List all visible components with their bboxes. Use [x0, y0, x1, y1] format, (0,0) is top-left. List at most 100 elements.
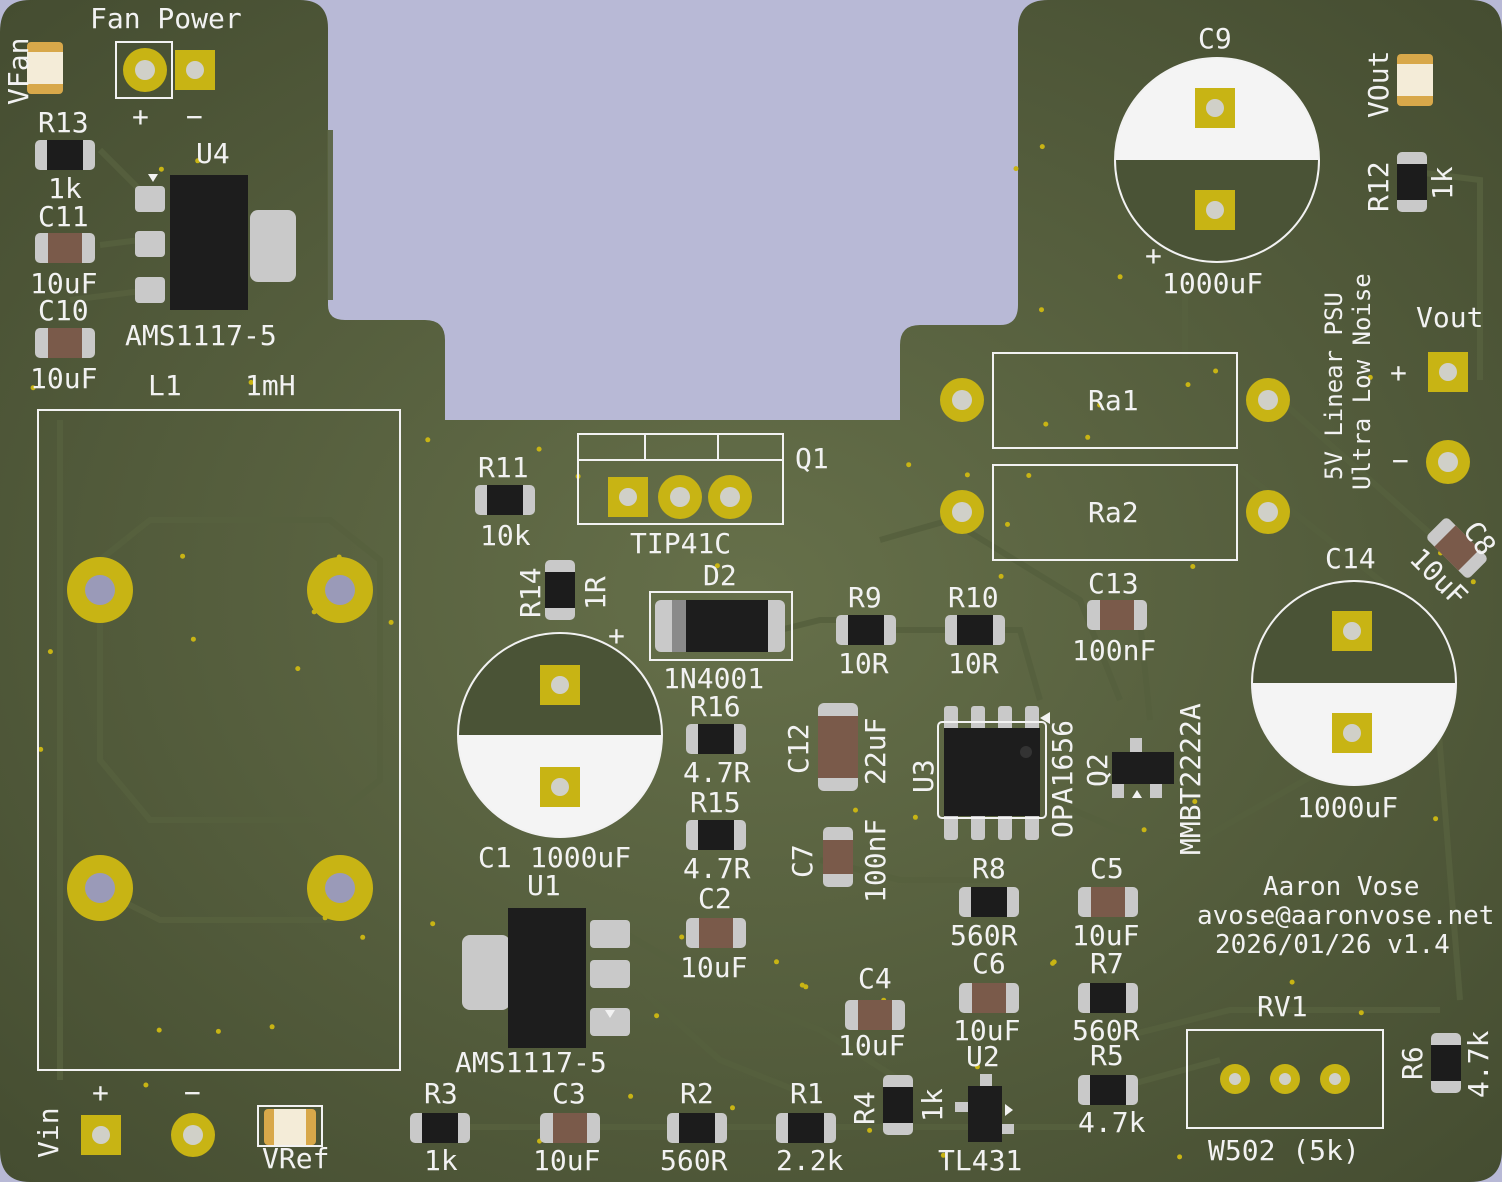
fan-minus-label: − — [186, 100, 203, 133]
r1-value: 2.2k — [776, 1144, 844, 1177]
c2-ref: C2 — [698, 882, 732, 915]
via — [430, 921, 436, 927]
c12 — [818, 703, 858, 791]
c11 — [35, 233, 95, 263]
c1-ref: C1 — [478, 841, 512, 874]
r16-ref: R16 — [690, 690, 741, 723]
vout-led — [1397, 54, 1433, 106]
ra2-label: Ra2 — [1088, 496, 1139, 529]
u3-value: OPA1656 — [1046, 720, 1079, 838]
via — [180, 553, 186, 559]
c5-value: 10uF — [1072, 919, 1139, 952]
c11-value: 10uF — [30, 267, 97, 300]
r8 — [959, 887, 1019, 917]
r15-value: 4.7R — [683, 852, 751, 885]
via — [1117, 274, 1123, 280]
l1-pad-3 — [67, 855, 133, 921]
via — [1289, 979, 1295, 985]
via — [1192, 799, 1198, 804]
via — [912, 814, 918, 820]
r10 — [945, 615, 1005, 645]
via — [1039, 307, 1044, 313]
via — [38, 746, 44, 752]
via — [730, 1105, 735, 1111]
c10 — [35, 328, 95, 358]
vref-led — [264, 1109, 316, 1145]
r2-ref: R2 — [680, 1077, 714, 1110]
r10-value: 10R — [948, 647, 999, 680]
rv1-value: W502 (5k) — [1208, 1134, 1360, 1167]
vout-pad-minus — [1426, 440, 1470, 484]
u2-reference — [955, 1074, 1014, 1142]
via — [654, 1013, 660, 1019]
u3-ref: U3 — [907, 759, 940, 793]
via — [628, 1093, 634, 1099]
vout-led-label: VOut — [1362, 51, 1395, 118]
u1-regulator — [462, 908, 630, 1048]
vref-label: VRef — [262, 1142, 329, 1175]
l1-ref: L1 — [148, 369, 182, 402]
via — [1358, 1010, 1364, 1016]
via — [1433, 816, 1439, 822]
c9-plus: + — [1145, 239, 1162, 272]
r13 — [35, 140, 95, 170]
ra2-pad-1 — [940, 490, 984, 534]
via — [1177, 1154, 1183, 1160]
via — [1051, 959, 1057, 965]
c6-ref: C6 — [972, 947, 1006, 980]
via — [1213, 368, 1219, 374]
c2 — [686, 918, 746, 948]
vin-pad-plus — [81, 1115, 121, 1155]
r3 — [410, 1113, 470, 1143]
r11 — [475, 485, 535, 515]
r11-ref: R11 — [478, 451, 529, 484]
c9-ref: C9 — [1198, 22, 1232, 55]
r5-value: 4.7k — [1078, 1106, 1146, 1139]
vin-plus: + — [92, 1076, 109, 1109]
u1-ref: U1 — [527, 869, 561, 902]
board-title-line1: 5V Linear PSU — [1320, 292, 1348, 480]
ra1-label: Ra1 — [1088, 384, 1139, 417]
c13-ref: C13 — [1088, 567, 1139, 600]
c10-ref: C10 — [38, 294, 89, 327]
r9 — [836, 615, 896, 645]
r1 — [776, 1113, 836, 1143]
r16-value: 4.7R — [683, 756, 751, 789]
via — [360, 934, 366, 940]
r11-value: 10k — [480, 519, 531, 552]
c14-value: 1000uF — [1297, 791, 1398, 824]
d2-diode — [649, 591, 793, 661]
via — [1190, 564, 1196, 569]
c14-capacitor — [1251, 580, 1457, 786]
c2-value: 10uF — [680, 951, 747, 984]
q1-transistor — [577, 433, 784, 525]
via — [1097, 402, 1103, 408]
c12-value: 22uF — [859, 718, 892, 785]
via — [1470, 579, 1476, 585]
c3 — [540, 1113, 600, 1143]
r16 — [686, 724, 746, 754]
r5-ref: R5 — [1090, 1039, 1124, 1072]
l1-pad-4 — [307, 855, 373, 921]
via — [964, 472, 970, 478]
r13-ref: R13 — [38, 106, 89, 139]
via — [295, 666, 301, 672]
u4-ref: U4 — [196, 137, 230, 170]
r2-value: 560R — [660, 1144, 728, 1177]
r10-ref: R10 — [948, 581, 999, 614]
r8-value: 560R — [950, 919, 1018, 952]
c4-value: 10uF — [838, 1029, 905, 1062]
vout-conn-label: Vout — [1416, 301, 1483, 334]
c14-ref: C14 — [1325, 542, 1376, 575]
c7-value: 100nF — [859, 819, 892, 903]
r14-value: 1R — [579, 576, 612, 610]
c11-ref: C11 — [38, 200, 89, 233]
via — [998, 573, 1004, 579]
via — [536, 446, 542, 452]
c10-value: 10uF — [30, 362, 97, 395]
c5 — [1078, 887, 1138, 917]
fan-plus-label: + — [132, 100, 149, 133]
r5 — [1078, 1075, 1138, 1105]
r12-ref: R12 — [1362, 161, 1395, 212]
